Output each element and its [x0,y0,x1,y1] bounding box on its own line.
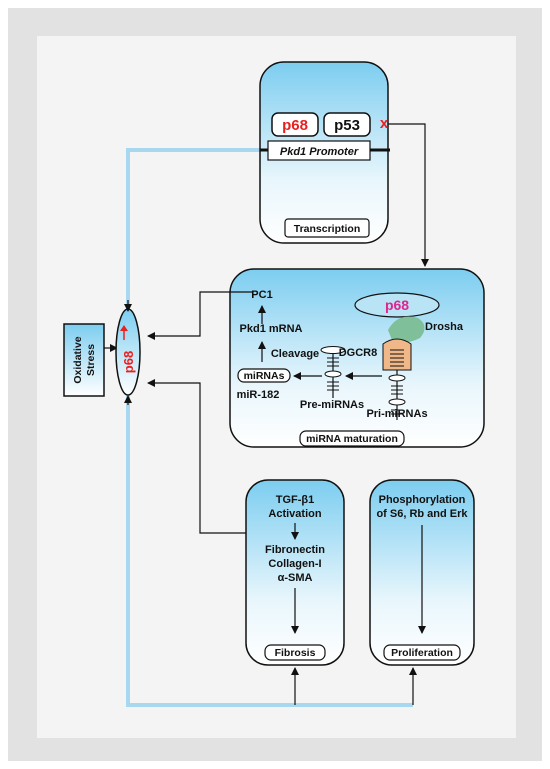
proliferation-box: Phosphorylation of S6, Rb and Erk Prolif… [369,479,475,666]
drosha-shape [388,316,425,343]
fibrosis-line2: Activation [268,508,321,520]
fibrosis-to-p68-arrow [147,379,246,534]
mirnas-pill [237,368,291,383]
mir182-label: miR-182 [237,389,280,401]
proliferation-label: Proliferation [391,647,453,659]
central-p68-oval: p68 [115,308,141,396]
p53-tag [323,112,371,137]
pc1-to-p68-arrow [147,291,252,340]
maturation-box: PC1 Pkd1 mRNA Cleavage miRNAs miR-182 Pr… [229,268,485,448]
maturation-label: miRNA maturation [306,433,398,445]
stress-line1: Oxidative [72,336,84,383]
pre-mirna-hairpin-icon [320,346,346,398]
proliferation-line2: of S6, Rb and Erk [376,508,468,520]
proliferation-line1: Phosphorylation [379,494,466,506]
block-mark: x [380,115,389,132]
mirnas-label: miRNAs [244,370,285,382]
fibrosis-line3: Fibronectin [265,544,325,556]
pre-mirnas-label: Pre-miRNAs [300,399,364,411]
transcription-to-maturation-arrow [388,123,429,267]
central-p68-label: p68 [121,351,136,373]
oxidative-stress-box: Oxidative Stress [63,323,105,397]
stress-line2: Stress [85,344,97,376]
p53-label: p53 [334,117,360,134]
p68-label: p68 [282,117,308,134]
pkd1-mrna-label: Pkd1 mRNA [240,323,303,335]
promoter-label: Pkd1 Promoter [280,146,359,158]
feedback-loop [126,148,413,707]
fibrosis-box: TGF-β1 Activation Fibronectin Collagen-I… [245,479,345,666]
promoter-box [267,140,371,161]
p68-oval [354,292,440,318]
transcription-label: Transcription [294,223,361,235]
fibrosis-label: Fibrosis [275,647,316,659]
maturation-p68-label: p68 [385,297,409,313]
pri-mirnas-label: Pri-miRNAs [366,408,427,420]
fibrosis-line4: Collagen-I [268,558,321,570]
pc1-label: PC1 [251,289,272,301]
fibrosis-line1: TGF-β1 [276,494,315,506]
drosha-label: Drosha [425,321,464,333]
dgcr8-label: DGCR8 [339,347,378,359]
p68-tag [271,112,319,137]
fibrosis-line5: α-SMA [278,572,313,584]
pri-mirna-hairpin-icon [388,370,406,420]
transcription-box: p68 p53 x Pkd1 Promoter Transcription [259,61,390,244]
cleavage-label: Cleavage [271,348,319,360]
